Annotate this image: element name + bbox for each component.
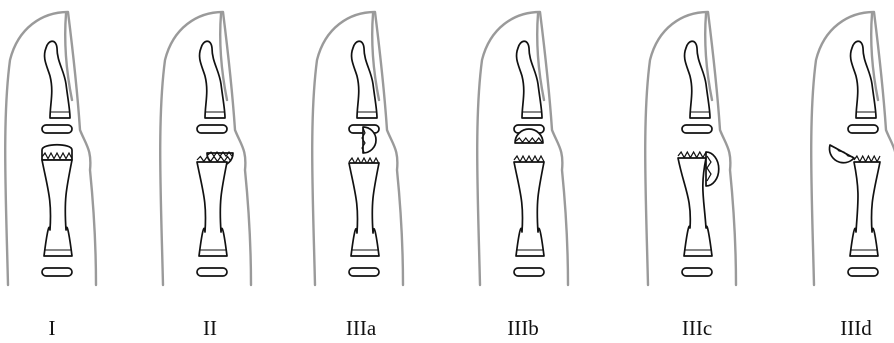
panel-i (5, 12, 96, 285)
fracture-line (514, 156, 544, 162)
pip-joint-cartilage (848, 268, 878, 276)
middle-phalanx (42, 160, 72, 256)
dip-joint-cartilage (42, 125, 72, 133)
caption-type-i: I (49, 318, 56, 339)
caption-type-iiid: IIId (840, 318, 871, 339)
middle-phalanx (349, 163, 379, 256)
caption-type-iiib: IIIb (507, 318, 538, 339)
panel-iiid (811, 12, 894, 285)
caption-type-iiic: IIIc (682, 318, 712, 339)
dip-joint-cartilage (682, 125, 712, 133)
fracture-line (678, 152, 706, 158)
pip-joint-cartilage (349, 268, 379, 276)
pip-joint-cartilage (682, 268, 712, 276)
fracture-line (854, 156, 880, 162)
displaced-fragment (829, 145, 854, 163)
pip-joint-cartilage (514, 268, 544, 276)
panel-ii (160, 12, 251, 285)
pip-joint-cartilage (197, 268, 227, 276)
middle-phalanx (514, 162, 544, 256)
panel-iiic (645, 12, 736, 285)
caption-type-ii: II (203, 318, 217, 339)
pip-joint-cartilage (42, 268, 72, 276)
middle-phalanx (197, 162, 227, 256)
caption-type-iiia: IIIa (346, 318, 376, 339)
middle-phalanx (850, 162, 880, 256)
dip-joint-cartilage (848, 125, 878, 133)
dip-joint-cartilage (197, 125, 227, 133)
panel-iiia (312, 12, 403, 285)
panel-iiib (477, 12, 568, 285)
